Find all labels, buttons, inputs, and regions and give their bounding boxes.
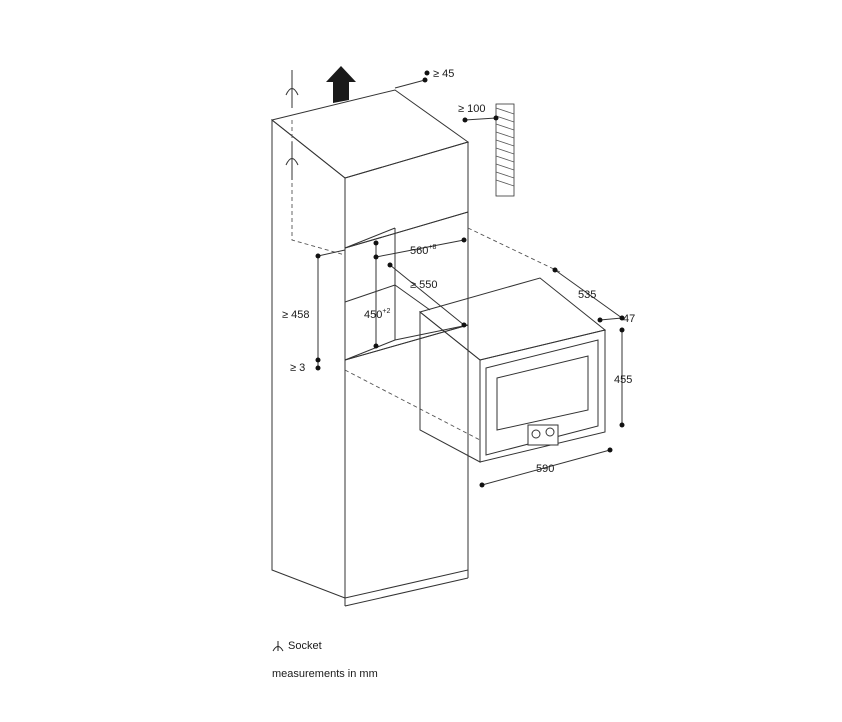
socket-icon <box>272 641 284 652</box>
wall-hatch <box>495 103 515 197</box>
dimension-points <box>315 70 625 488</box>
label-front-depth: 47 <box>623 313 635 325</box>
appliance <box>418 277 607 463</box>
label-bottom-gap: ≥ 3 <box>290 362 305 374</box>
tall-cabinet <box>270 89 470 607</box>
label-appliance-height: 455 <box>614 374 632 386</box>
legend-socket: Socket <box>272 640 322 652</box>
label-appliance-width: 590 <box>536 463 554 475</box>
legend-socket-label: Socket <box>288 640 322 652</box>
label-top-clearance: ≥ 45 <box>433 68 454 80</box>
label-rear-clearance: ≥ 100 <box>458 103 485 115</box>
airflow-arrow-icon <box>326 66 356 103</box>
label-niche-width: 560+8 <box>410 244 436 257</box>
label-niche-depth: ≥ 550 <box>410 279 437 291</box>
units-note: measurements in mm <box>272 668 378 680</box>
control-knob-icon <box>545 427 555 437</box>
label-niche-height-outer: ≥ 458 <box>282 309 309 321</box>
ventilation-paths <box>291 120 561 441</box>
control-knob-icon <box>531 429 541 439</box>
label-appliance-depth: 535 <box>578 289 596 301</box>
socket-icon <box>285 70 299 180</box>
label-niche-height-inner: 450+2 <box>364 308 390 321</box>
dimension-lines <box>317 79 623 486</box>
